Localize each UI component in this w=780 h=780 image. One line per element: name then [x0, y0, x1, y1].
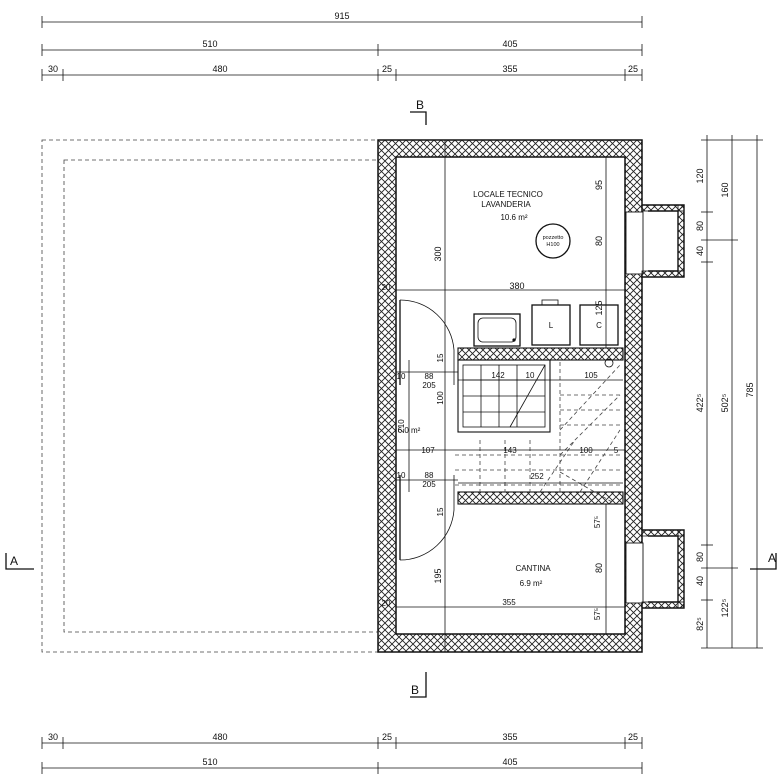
svg-text:B: B [411, 683, 419, 697]
section-mark-b-bottom: B [410, 672, 427, 698]
section-mark-a-right: A [750, 551, 777, 570]
svg-text:57⁵: 57⁵ [593, 608, 602, 620]
room-area-tech: 10.6 m² [500, 213, 527, 222]
svg-text:160: 160 [720, 182, 730, 197]
dim-bottom-25b: 25 [628, 732, 638, 742]
svg-text:57⁵: 57⁵ [593, 516, 602, 528]
svg-text:142: 142 [491, 371, 505, 380]
dim-top-480: 480 [212, 64, 227, 74]
svg-text:A: A [10, 554, 18, 568]
svg-text:195: 195 [433, 568, 443, 583]
door-swing-lower [399, 475, 455, 561]
svg-text:785: 785 [745, 382, 755, 397]
svg-text:5: 5 [614, 446, 619, 455]
svg-text:300: 300 [433, 246, 443, 261]
dim-bottom-25a: 25 [382, 732, 392, 742]
svg-text:100: 100 [579, 446, 593, 455]
svg-text:10: 10 [526, 371, 535, 380]
svg-text:210: 210 [397, 419, 406, 433]
stair-walls [457, 347, 624, 505]
top-dimension-chains: 915 510 405 30 480 25 355 25 [41, 11, 643, 81]
section-mark-b-top: B [410, 98, 427, 125]
svg-text:107: 107 [421, 446, 435, 455]
room-area-cantina: 6.9 m² [520, 579, 543, 588]
svg-text:88: 88 [425, 471, 434, 480]
svg-text:40: 40 [695, 246, 705, 256]
svg-text:88: 88 [425, 372, 434, 381]
svg-text:125: 125 [594, 300, 604, 315]
section-mark-a-left: A [5, 553, 34, 570]
dim-bottom-405: 405 [502, 757, 517, 767]
svg-text:143: 143 [503, 446, 517, 455]
svg-text:B: B [416, 98, 424, 112]
interior-dimensions: 380 300 95 80 125 20 88 205 10 15 100 14… [382, 140, 625, 652]
dim-top-405: 405 [502, 39, 517, 49]
svg-text:40: 40 [695, 576, 705, 586]
svg-text:20: 20 [382, 283, 391, 292]
svg-text:205: 205 [422, 480, 436, 489]
dim-bottom-480: 480 [212, 732, 227, 742]
dim-top-30: 30 [48, 64, 58, 74]
svg-text:252: 252 [530, 472, 544, 481]
svg-text:82⁵: 82⁵ [695, 617, 705, 631]
room-name-lavanderia: LAVANDERIA [481, 200, 531, 209]
right-dimension-chains: 120 80 40 160 422⁵ 502⁵ 785 80 40 82⁵ 12… [695, 135, 763, 649]
dim-bottom-510: 510 [202, 757, 217, 767]
door-swing-upper [399, 299, 455, 385]
svg-text:80: 80 [594, 563, 604, 573]
svg-text:15: 15 [436, 353, 445, 362]
bottom-dimension-chains: 30 480 25 355 25 510 405 [41, 732, 643, 774]
svg-text:80: 80 [695, 552, 705, 562]
dashed-outline-unexcavated [41, 139, 379, 653]
svg-text:422⁵: 422⁵ [695, 393, 705, 412]
svg-text:10: 10 [397, 471, 406, 480]
svg-text:pozzetto: pozzetto [543, 235, 564, 241]
svg-text:120: 120 [695, 168, 705, 183]
appliance-washer-label: L [549, 321, 554, 330]
dim-bottom-30: 30 [48, 732, 58, 742]
dim-top-355: 355 [502, 64, 517, 74]
dim-top-25a: 25 [382, 64, 392, 74]
dim-bottom-355: 355 [502, 732, 517, 742]
svg-text:380: 380 [509, 281, 524, 291]
dim-top-510: 510 [202, 39, 217, 49]
dim-total-915: 915 [334, 11, 349, 21]
svg-text:10: 10 [397, 372, 406, 381]
room-name-locale-tecnico: LOCALE TECNICO [473, 190, 543, 199]
svg-text:H100: H100 [546, 242, 559, 248]
outer-walls [377, 139, 685, 653]
svg-text:105: 105 [584, 371, 598, 380]
svg-text:80: 80 [594, 236, 604, 246]
svg-text:100: 100 [436, 391, 445, 405]
svg-text:15: 15 [436, 507, 445, 516]
svg-text:A: A [768, 551, 776, 565]
room-name-cantina: CANTINA [515, 564, 551, 573]
dim-top-25b: 25 [628, 64, 638, 74]
appliance-boiler-label: C [596, 321, 602, 330]
svg-text:80: 80 [695, 221, 705, 231]
svg-text:122⁵: 122⁵ [720, 598, 730, 617]
pozzetto-manhole: pozzetto H100 [535, 223, 571, 259]
svg-text:355: 355 [502, 598, 516, 607]
svg-text:20: 20 [382, 599, 391, 608]
stair-treads [455, 362, 623, 503]
svg-text:205: 205 [422, 381, 436, 390]
svg-text:95: 95 [594, 180, 604, 190]
svg-text:502⁵: 502⁵ [720, 393, 730, 412]
appliances: L C [473, 299, 619, 368]
